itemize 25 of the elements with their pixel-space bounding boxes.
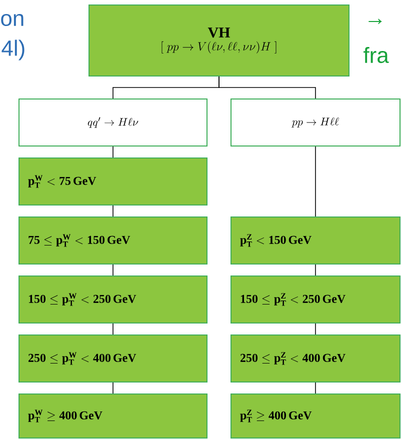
category-box: $\mathbf{p_T^W} < \mathbf{75\,GeV}$ (18, 158, 208, 206)
channel-box: $pp \to H\ell\ell$ (230, 98, 400, 146)
connector-line (112, 382, 114, 394)
category-box: $\mathbf{150} \leq \mathbf{p_T^W} < \mathbf{250\,GeV}$ (18, 276, 208, 324)
connector-line (315, 323, 316, 335)
connector-line (112, 323, 114, 335)
category-box: $\mathbf{75} \leq \mathbf{p_T^W} < \mathbf{150\,GeV}$ (18, 216, 208, 264)
slide-text: on (1, 14, 24, 26)
connector-line (218, 76, 316, 99)
category-box: $\mathbf{250} \leq \mathbf{p_T^W} < \mathbf{400\,GeV}$ (18, 334, 208, 382)
category-box: $\mathbf{p_T^Z} \geq \mathbf{400\,GeV}$ (230, 394, 400, 438)
connector-line (112, 205, 114, 217)
channel-box: $qq' \to H\ell\nu$ (18, 98, 208, 146)
category-box: $\mathbf{250} \leq \mathbf{p_T^Z} < \mathbf{400\,GeV}$ (230, 334, 400, 382)
process-box: VH $[\ pp \to V(\ell\nu, \ell\ell, \nu\nu)H\ ]$ (88, 4, 350, 76)
slide-text: fra (364, 46, 389, 64)
connector-line (315, 382, 316, 394)
slide-text: 4l) (2, 40, 24, 60)
connector-line (315, 146, 316, 217)
connector-line (112, 264, 114, 276)
connector-line (112, 146, 114, 158)
connector-line (315, 264, 316, 276)
category-box: $\mathbf{150} \leq \mathbf{p_T^Z} < \mathbf{250\,GeV}$ (230, 276, 400, 324)
category-box: $\mathbf{p_T^Z} < \mathbf{150\,GeV}$ (230, 216, 400, 264)
category-box: $\mathbf{p_T^W} \geq \mathbf{400\,GeV}$ (18, 394, 208, 438)
